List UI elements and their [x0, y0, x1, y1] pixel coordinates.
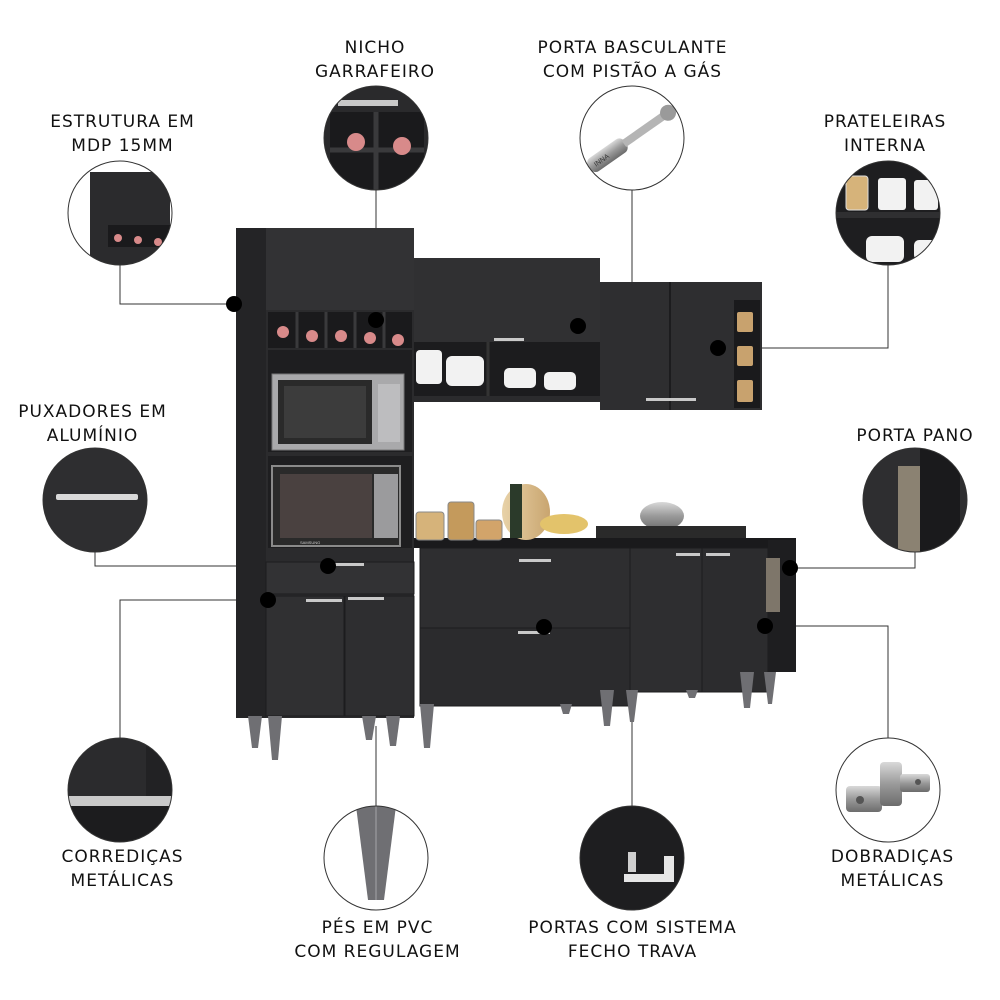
built-in-oven: SAMSUNG	[271, 465, 401, 547]
detail-prateleiras	[835, 160, 941, 266]
detail-fecho	[579, 805, 685, 911]
upper-cabinet-1	[414, 258, 600, 342]
detail-porta-pano	[862, 447, 968, 553]
countertop	[414, 538, 796, 548]
detail-puxadores	[42, 447, 148, 553]
kitchen-illustration: SAMSUNG	[236, 228, 796, 760]
detail-dobradicas	[835, 737, 941, 843]
detail-piston: INNA	[579, 85, 685, 191]
detail-corredicas	[67, 737, 173, 843]
microwave-oven	[271, 373, 405, 451]
detail-nicho	[323, 85, 429, 191]
tall-top-door	[266, 228, 414, 310]
detail-pes	[323, 805, 429, 911]
detail-estrutura	[67, 160, 173, 266]
dishes	[416, 350, 576, 390]
countertop-items	[415, 484, 746, 541]
svg-text:SAMSUNG: SAMSUNG	[300, 540, 320, 545]
label-porta-pano: PORTA PANO	[856, 426, 974, 446]
wine-niche	[268, 312, 412, 348]
marker-dots	[226, 296, 798, 635]
